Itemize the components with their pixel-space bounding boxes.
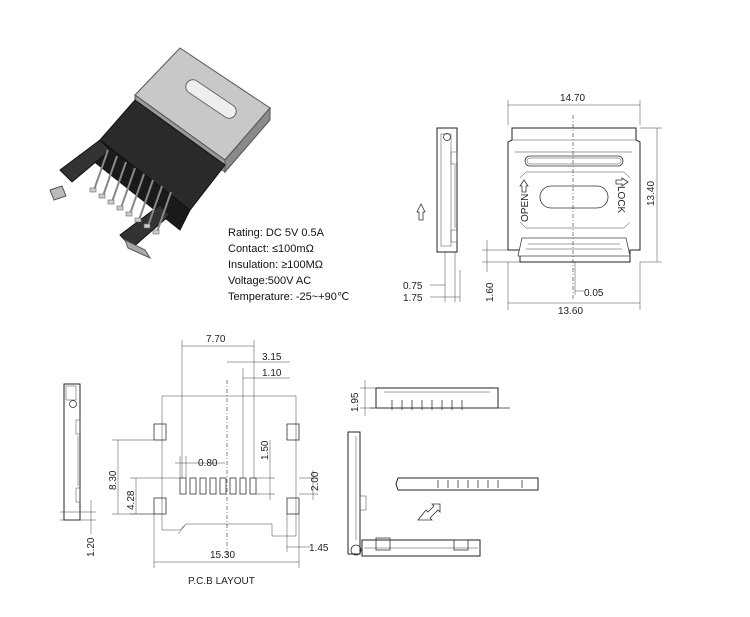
insert-arrow-icon [417,503,441,521]
dim-1-10: 1.10 [262,368,282,379]
dim-8-30: 8.30 [108,470,119,490]
dim-0-75: 0.75 [403,281,423,292]
front-view: 1.95 [350,380,510,416]
side-view-left: 1.20 [60,383,97,557]
open-label: OPEN [520,194,531,222]
dim-7-70: 7.70 [206,334,226,345]
dim-13-40: 13.40 [646,181,657,206]
contact-pads [179,477,257,495]
side-view-top: 0.75 1.75 [403,127,461,304]
dim-13-60: 13.60 [558,306,583,317]
dim-1-95: 1.95 [350,392,361,412]
specifications: Rating: DC 5V 0.5A Contact: ≤100mΩ Insul… [228,227,349,303]
dim-1-75: 1.75 [403,293,423,304]
dim-15-30: 15.30 [210,550,235,561]
dim-3-15: 3.15 [262,352,282,363]
top-view: 14.70 OPEN LOCK 13.40 1.60 13.60 [482,93,662,317]
spec-voltage: Voltage:500V AC [228,275,311,287]
spec-contact: Contact: ≤100mΩ [228,243,314,255]
pcb-layout-title: P.C.B LAYOUT [188,576,255,587]
product-3d-view [49,47,271,260]
dim-4-28: 4.28 [126,490,137,510]
dim-1-50: 1.50 [260,440,271,460]
pcb-layout: 7.70 3.15 1.10 0.80 1.50 2.00 8.30 4.28 [108,334,329,587]
dim-2-00: 2.00 [310,471,321,491]
dim-1-45: 1.45 [309,543,329,554]
lock-label: LOCK [615,186,626,214]
spec-rating: Rating: DC 5V 0.5A [228,227,325,239]
open-view [347,431,539,557]
dim-14-70: 14.70 [560,93,585,104]
dim-0-80: 0.80 [198,458,218,469]
spec-insulation: Insulation: ≥100MΩ [228,259,323,271]
spec-temperature: Temperature: -25~+90℃ [228,291,349,303]
dim-1-60: 1.60 [485,282,496,302]
dim-0-05: 0.05 [584,288,604,299]
contact-pins [93,149,172,233]
dim-1-20: 1.20 [86,537,97,557]
